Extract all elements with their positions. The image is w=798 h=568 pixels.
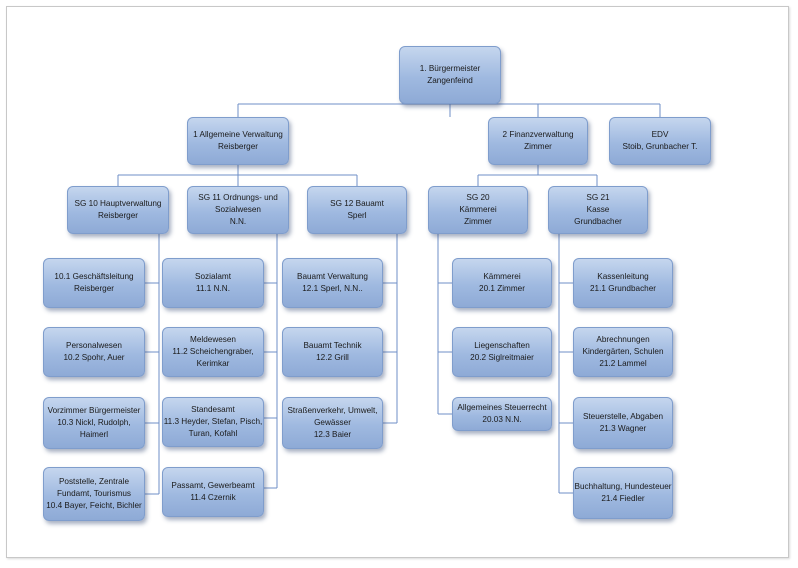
unit-person: 21.2 Lammel (599, 359, 647, 368)
unit-title: Passamt, Gewerbeamt (171, 481, 255, 490)
box-allgemeine-verwaltung: 1 Allgemeine Verwaltung Reisberger (187, 117, 289, 165)
box-person: Grundbacher (574, 217, 622, 226)
box-unit-10-4: Poststelle, Zentrale Fundamt, Tourismus … (43, 467, 145, 521)
box-title: 2 Finanzverwaltung (502, 130, 574, 139)
box-unit-11-4: Passamt, Gewerbeamt 11.4 Czernik (162, 467, 264, 517)
unit-title: Liegenschaften (474, 341, 530, 350)
unit-title: Steuerstelle, Abgaben (582, 412, 664, 421)
box-title: 1. Bürgermeister (419, 64, 481, 73)
box-title: SG 20 (466, 193, 490, 202)
unit-person: Haimerl (79, 430, 109, 439)
box-sg10: SG 10 Hauptverwaltung Reisberger (67, 186, 169, 234)
unit-person: 21.3 Wagner (599, 424, 647, 433)
box-unit-21-4: Buchhaltung, Hundesteuer 21.4 Fiedler (573, 467, 673, 519)
unit-person: Reisberger (73, 284, 115, 293)
box-sg11: SG 11 Ordnungs- und Sozialwesen N.N. (187, 186, 289, 234)
box-title: Kämmerei (459, 205, 497, 214)
unit-title: Kämmerei (483, 272, 521, 281)
unit-title: Sozialamt (195, 272, 231, 281)
box-title: SG 21 (586, 193, 610, 202)
box-sg20: SG 20 Kämmerei Zimmer (428, 186, 528, 234)
box-unit-11-2: Meldewesen 11.2 Scheichengraber, Kerimka… (162, 327, 264, 377)
unit-title: Standesamt (191, 405, 235, 414)
box-unit-20-3: Allgemeines Steuerrecht 20.03 N.N. (452, 397, 552, 431)
box-unit-21-1: Kassenleitung 21.1 Grundbacher (573, 258, 673, 308)
box-title: Kasse (586, 205, 610, 214)
unit-title: Kassenleitung (597, 272, 649, 281)
box-unit-10-1: 10.1 Geschäftsleitung Reisberger (43, 258, 145, 308)
unit-person: 11.4 Czernik (190, 493, 236, 502)
unit-title: Buchhaltung, Hundesteuer (574, 482, 672, 491)
box-unit-21-2: Abrechnungen Kindergärten, Schulen 21.2 … (573, 327, 673, 377)
box-unit-12-1: Bauamt Verwaltung 12.1 Sperl, N.N.. (282, 258, 383, 308)
unit-title: Straßenverkehr, Umwelt, (287, 406, 378, 415)
box-unit-10-2: Personalwesen 10.2 Spohr, Auer (43, 327, 145, 377)
unit-person: 21.4 Fiedler (601, 494, 645, 503)
unit-title: Poststelle, Zentrale (58, 477, 130, 486)
unit-title: Gewässer (314, 418, 351, 427)
unit-person: 10.4 Bayer, Feicht, Bichler (46, 501, 142, 510)
unit-person: 11.2 Scheichengraber, (172, 347, 254, 356)
unit-person: Turan, Kofahl (188, 429, 238, 438)
box-unit-10-3: Vorzimmer Bürgermeister 10.3 Nickl, Rudo… (43, 397, 145, 449)
unit-person: 20.03 N.N. (482, 415, 522, 424)
box-unit-12-2: Bauamt Technik 12.2 Grill (282, 327, 383, 377)
box-person: Zimmer (464, 217, 492, 226)
box-title: SG 12 Bauamt (330, 199, 384, 208)
unit-person: 12.1 Sperl, N.N.. (302, 284, 363, 293)
box-sg21: SG 21 Kasse Grundbacher (548, 186, 648, 234)
unit-title: 10.1 Geschäftsleitung (54, 272, 134, 281)
unit-title: Allgemeines Steuerrecht (457, 403, 547, 412)
box-unit-20-1: Kämmerei 20.1 Zimmer (452, 258, 552, 308)
box-finanzverwaltung: 2 Finanzverwaltung Zimmer (488, 117, 588, 165)
box-person: Stoib, Grunbacher T. (622, 142, 698, 151)
unit-person: 11.3 Heyder, Stefan, Pisch, (163, 417, 263, 426)
unit-title: Vorzimmer Bürgermeister (47, 406, 141, 415)
box-edv: EDV Stoib, Grunbacher T. (609, 117, 711, 165)
unit-title: Meldewesen (190, 335, 236, 344)
unit-person: 20.2 Siglreitmaier (470, 353, 534, 362)
box-unit-21-3: Steuerstelle, Abgaben 21.3 Wagner (573, 397, 673, 449)
box-person: N.N. (229, 217, 247, 226)
box-title: 1 Allgemeine Verwaltung (193, 130, 283, 139)
box-unit-11-1: Sozialamt 11.1 N.N. (162, 258, 264, 308)
unit-person: 10.2 Spohr, Auer (63, 353, 125, 362)
box-sg12: SG 12 Bauamt Sperl (307, 186, 407, 234)
box-title: SG 10 Hauptverwaltung (74, 199, 162, 208)
unit-person: 12.3 Baier (313, 430, 352, 439)
unit-title: Bauamt Technik (303, 341, 362, 350)
box-person: Reisberger (97, 211, 139, 220)
unit-person: 10.3 Nickl, Rudolph, (57, 418, 131, 427)
unit-person: 11.1 N.N. (196, 284, 230, 293)
box-unit-12-3: Straßenverkehr, Umwelt, Gewässer 12.3 Ba… (282, 397, 383, 449)
box-title: Sozialwesen (215, 205, 261, 214)
box-person: Zimmer (524, 142, 552, 151)
unit-title: Personalwesen (66, 341, 122, 350)
box-buergermeister: 1. Bürgermeister Zangenfeind (399, 46, 501, 104)
box-title: EDV (651, 130, 669, 139)
unit-person: 20.1 Zimmer (479, 284, 525, 293)
box-title: SG 11 Ordnungs- und (198, 193, 278, 202)
box-unit-20-2: Liegenschaften 20.2 Siglreitmaier (452, 327, 552, 377)
unit-title: Kindergärten, Schulen (582, 347, 664, 356)
box-person: Sperl (347, 211, 367, 220)
box-person: Reisberger (217, 142, 259, 151)
unit-person: 21.1 Grundbacher (590, 284, 656, 293)
unit-title: Bauamt Verwaltung (296, 272, 368, 281)
box-person: Zangenfeind (427, 76, 473, 85)
box-unit-11-3: Standesamt 11.3 Heyder, Stefan, Pisch, T… (162, 397, 264, 447)
unit-title: Abrechnungen (596, 335, 650, 344)
unit-title: Fundamt, Tourismus (56, 489, 132, 498)
unit-person: Kerimkar (196, 359, 230, 368)
unit-person: 12.2 Grill (316, 353, 349, 362)
